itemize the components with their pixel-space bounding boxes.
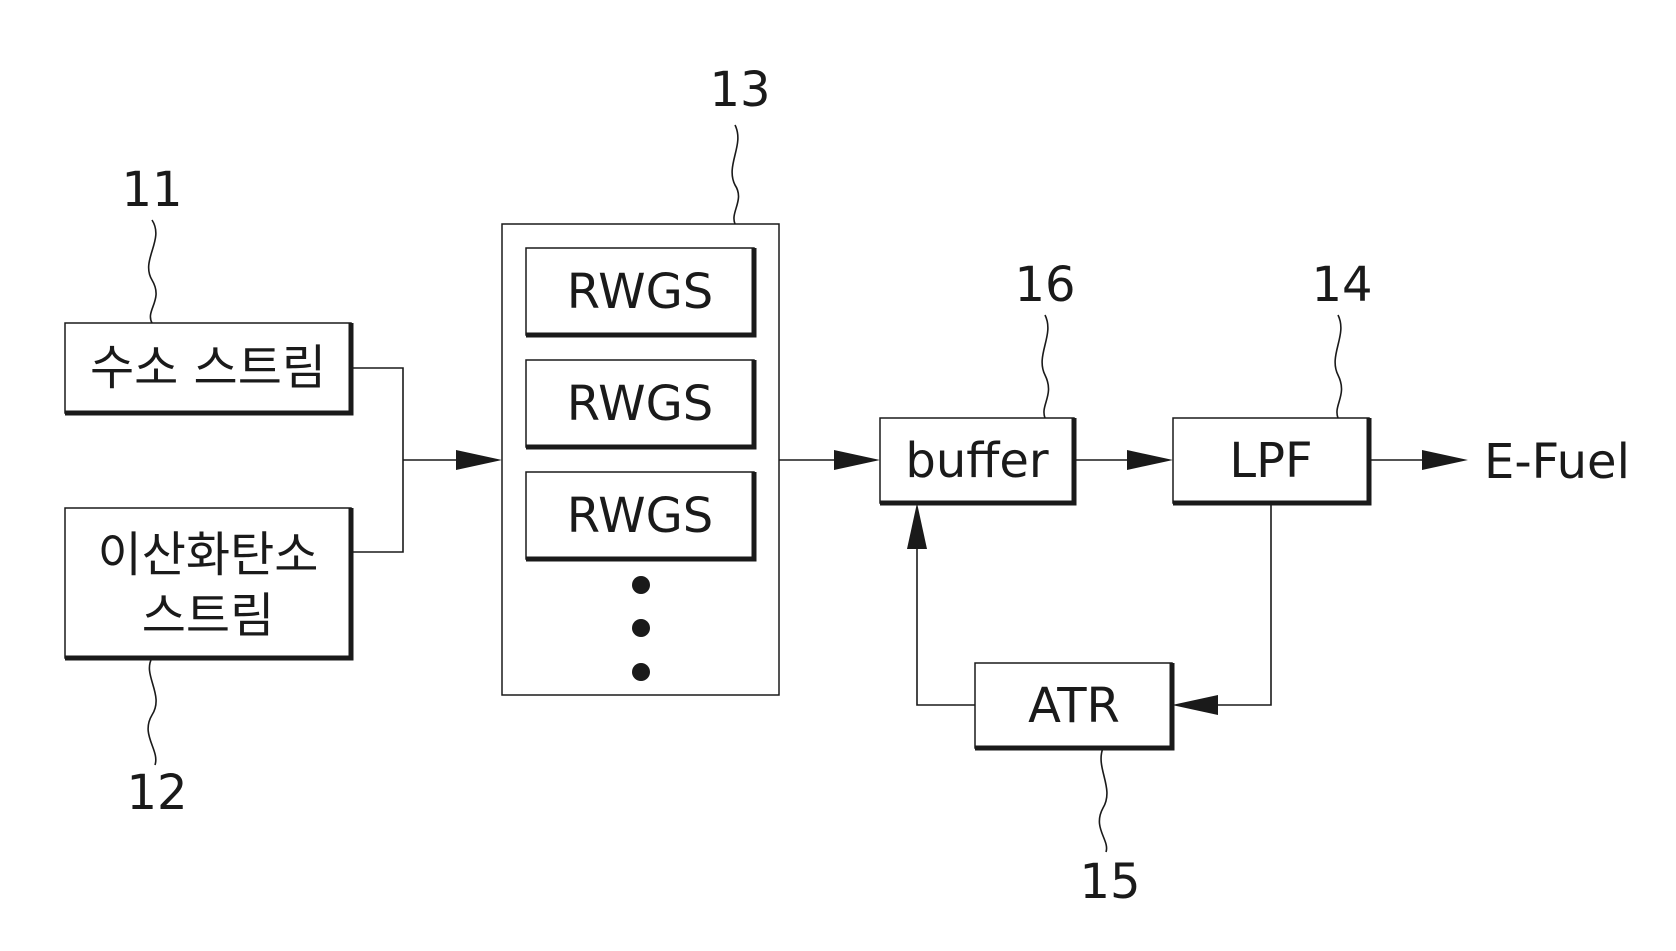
rwgs-unit-1-label: RWGS bbox=[567, 264, 714, 320]
connector-lpf-to-atr bbox=[1214, 503, 1271, 705]
e-fuel-output-label: E-Fuel bbox=[1484, 434, 1630, 490]
lpf-label: LPF bbox=[1229, 433, 1312, 489]
rwgs-unit-3-label: RWGS bbox=[567, 488, 714, 544]
ref-number-13: 13 bbox=[709, 62, 770, 118]
ref-number-12: 12 bbox=[126, 765, 187, 821]
co2-stream-label-line2: 스트림 bbox=[142, 588, 274, 644]
arrowhead-icon bbox=[1422, 450, 1468, 470]
hydrogen-stream-label: 수소 스트림 bbox=[90, 340, 326, 396]
buffer-block: buffer bbox=[880, 418, 1074, 503]
arrowhead-icon bbox=[834, 450, 880, 470]
leader-line-11 bbox=[149, 220, 156, 323]
ref-number-15: 15 bbox=[1079, 854, 1140, 910]
arrowhead-icon bbox=[1127, 450, 1173, 470]
ref-number-16: 16 bbox=[1014, 257, 1075, 313]
rwgs-unit-2: RWGS bbox=[526, 360, 754, 447]
rwgs-reactor-group: RWGS RWGS RWGS bbox=[502, 224, 779, 695]
leader-line-13 bbox=[732, 125, 738, 224]
leader-line-14 bbox=[1335, 315, 1341, 418]
connector-atr-to-buffer bbox=[917, 545, 975, 705]
leader-line-12 bbox=[148, 658, 156, 765]
co2-stream-label-line1: 이산화탄소 bbox=[98, 527, 319, 583]
atr-label: ATR bbox=[1028, 678, 1120, 734]
hydrogen-stream-block: 수소 스트림 bbox=[65, 323, 351, 413]
arrowhead-icon bbox=[456, 450, 502, 470]
ref-number-14: 14 bbox=[1311, 257, 1372, 313]
connector-hydrogen-to-merge bbox=[351, 368, 403, 552]
lpf-block: LPF bbox=[1173, 418, 1369, 503]
buffer-label: buffer bbox=[905, 433, 1048, 489]
arrowhead-icon bbox=[1172, 695, 1218, 715]
rwgs-unit-3: RWGS bbox=[526, 472, 754, 559]
leader-line-15 bbox=[1099, 748, 1107, 852]
rwgs-unit-1: RWGS bbox=[526, 248, 754, 335]
leader-line-16 bbox=[1042, 315, 1048, 418]
arrowhead-icon bbox=[907, 503, 927, 549]
atr-block: ATR bbox=[975, 663, 1172, 748]
ref-number-11: 11 bbox=[121, 162, 182, 218]
rwgs-unit-2-label: RWGS bbox=[567, 376, 714, 432]
co2-stream-block: 이산화탄소 스트림 bbox=[65, 508, 351, 658]
